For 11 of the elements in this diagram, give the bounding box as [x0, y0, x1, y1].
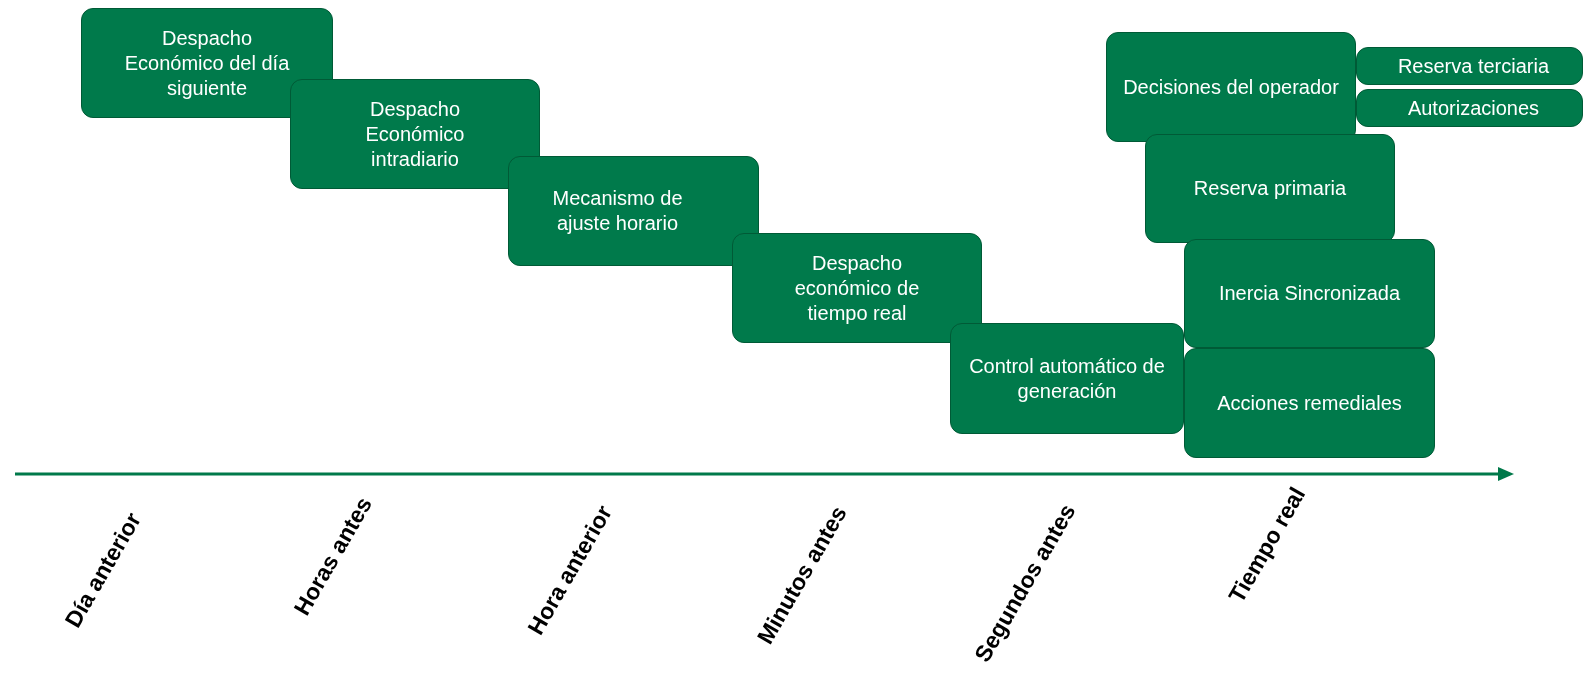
process-box: Control automático de generación: [950, 323, 1184, 434]
process-box: Reserva terciaria: [1356, 47, 1583, 85]
process-box: Autorizaciones: [1356, 89, 1583, 127]
process-box: Reserva primaria: [1145, 134, 1395, 243]
process-box: Inercia Sincronizada: [1184, 239, 1435, 348]
process-box: Despacho Económico intradiario: [290, 79, 540, 189]
process-box: Despacho Económico del día siguiente: [81, 8, 333, 118]
process-box: Despacho económico de tiempo real: [732, 233, 982, 343]
process-box: Acciones remediales: [1184, 348, 1435, 458]
process-box: Mecanismo de ajuste horario: [508, 156, 759, 266]
process-box: Decisiones del operador: [1106, 32, 1356, 142]
